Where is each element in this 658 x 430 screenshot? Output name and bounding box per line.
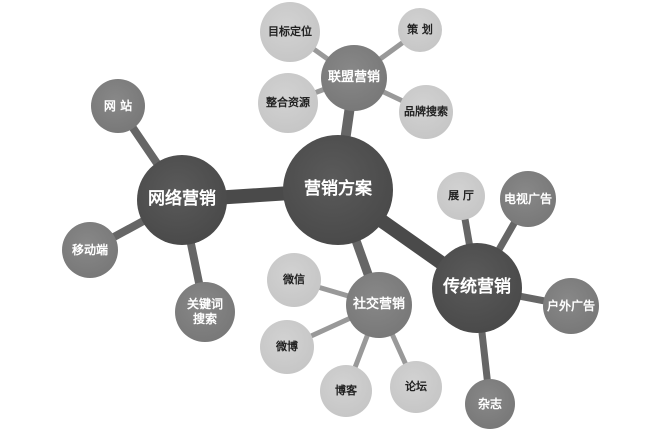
node-alliance: 联盟营销 [321, 45, 387, 111]
node-brand-search: 品牌搜索 [399, 85, 453, 139]
node-social: 社交营销 [346, 272, 412, 338]
node-target: 目标定位 [260, 2, 320, 62]
node-traditional: 传统营销 [432, 243, 522, 333]
node-network: 网络营销 [137, 155, 227, 245]
node-weibo: 微博 [260, 320, 314, 374]
node-center: 营销方案 [283, 135, 393, 245]
node-magazine: 杂志 [465, 379, 515, 429]
node-mobile: 移动端 [62, 222, 118, 278]
node-integration: 整合资源 [258, 73, 318, 133]
node-planning: 策 划 [398, 8, 442, 52]
node-blog: 博客 [320, 365, 372, 417]
node-wechat: 微信 [267, 253, 321, 307]
node-outdoor: 户外广告 [543, 278, 599, 334]
node-tv: 电视广告 [500, 171, 556, 227]
node-keyword: 关键词 搜索 [175, 282, 235, 342]
node-showroom: 展 厅 [437, 172, 485, 220]
node-forum: 论坛 [390, 361, 442, 413]
node-website: 网 站 [91, 79, 145, 133]
